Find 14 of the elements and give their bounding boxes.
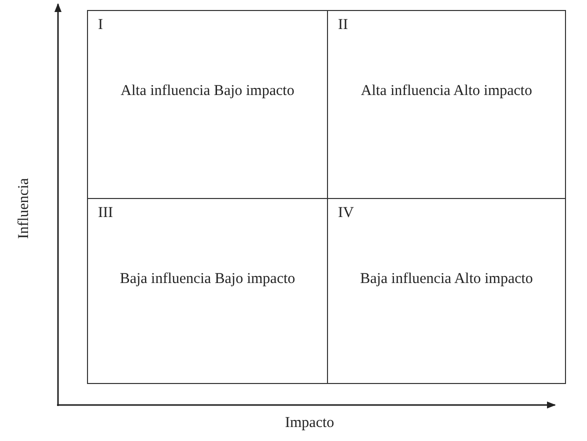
quadrant-box: [87, 198, 328, 384]
quadrant-number: I: [98, 17, 103, 34]
quadrant-description: Baja influencia Bajo impacto: [118, 270, 296, 289]
quadrant-number: IV: [338, 205, 354, 222]
quadrant-box: [327, 10, 566, 199]
quadrant-number: III: [98, 205, 113, 222]
quadrant-description: Alta influencia Alto impacto: [360, 82, 534, 101]
y-axis-label: Influencia: [16, 178, 33, 239]
quadrant-box: [327, 198, 566, 384]
x-axis-label: Impacto: [285, 415, 334, 432]
quadrant-number: II: [338, 17, 348, 34]
quadrant-box: [87, 10, 328, 199]
quadrant-description: Alta influencia Bajo impacto: [120, 82, 296, 101]
quadrant-description: Baja influencia Alto impacto: [359, 270, 534, 289]
